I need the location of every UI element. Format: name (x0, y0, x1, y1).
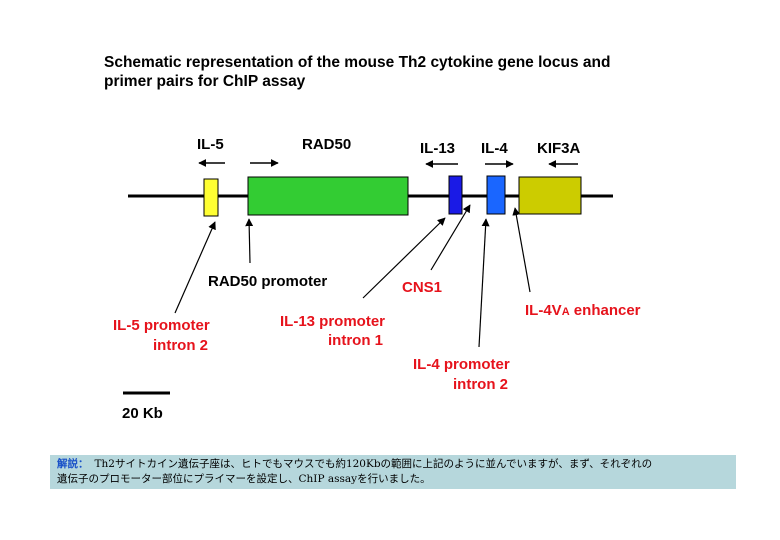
gene-label-il13: IL-13 (420, 140, 455, 157)
il13-gene-box (448, 175, 463, 215)
label-il13-promoter: IL-13 promoter (280, 313, 385, 330)
pointer-il13-promoter (362, 217, 446, 299)
pointer-rad50-promoter (245, 218, 254, 264)
label-il4va-rest: enhancer (570, 302, 641, 319)
label-il4va-main: IL-4V (525, 302, 562, 319)
il4-gene-box (486, 175, 506, 215)
label-il5-promoter: IL-5 promoter (113, 317, 210, 334)
gene-label-il4: IL-4 (481, 140, 508, 157)
explanation-text-2: 遺伝子のプロモーター部位にプライマーを設定し、ChIP assayを行いました。 (57, 473, 431, 485)
kif3a-gene-box (518, 176, 582, 215)
explanation-line-1: 解説： Th2サイトカイン遺伝子座は、ヒトでもマウスでも約120Kbの範囲に上記の… (57, 458, 652, 470)
label-il4-intron: intron 2 (453, 376, 508, 393)
gene-label-kif3a: KIF3A (537, 140, 581, 157)
explanation-note: 解説： Th2サイトカイン遺伝子座は、ヒトでもマウスでも約120Kbの範囲に上記の… (50, 455, 736, 489)
scale-bar-label: 20 Kb (122, 405, 163, 422)
explanation-lead: 解説： (57, 458, 89, 470)
diagram-title: Schematic representation of the mouse Th… (104, 53, 724, 91)
gene-label-il5: IL-5 (197, 136, 224, 153)
rad50-gene-box (247, 176, 409, 216)
label-il13-intron: intron 1 (328, 332, 383, 349)
label-rad50-promoter: RAD50 promoter (208, 273, 327, 290)
label-il4va-enhancer: IL-4VA enhancer (525, 302, 641, 319)
gene-label-rad50: RAD50 (302, 136, 351, 153)
diagram-title-line-2: primer pairs for ChIP assay (104, 73, 306, 90)
pointer-il5-promoter (174, 221, 216, 314)
label-cns1: CNS1 (402, 279, 442, 296)
pointer-cns1 (430, 204, 471, 271)
label-il5-intron: intron 2 (153, 337, 208, 354)
il5-gene-box (203, 178, 219, 217)
pointer-il4va-enhancer (512, 207, 531, 293)
explanation-text-1: Th2サイトカイン遺伝子座は、ヒトでもマウスでも約120Kbの範囲に上記のように… (94, 458, 653, 470)
label-il4-promoter: IL-4 promoter (413, 356, 510, 373)
pointer-il4-promoter (478, 218, 490, 348)
diagram-title-line-1: Schematic representation of the mouse Th… (104, 54, 611, 71)
label-il4va-subscript: A (562, 306, 570, 318)
